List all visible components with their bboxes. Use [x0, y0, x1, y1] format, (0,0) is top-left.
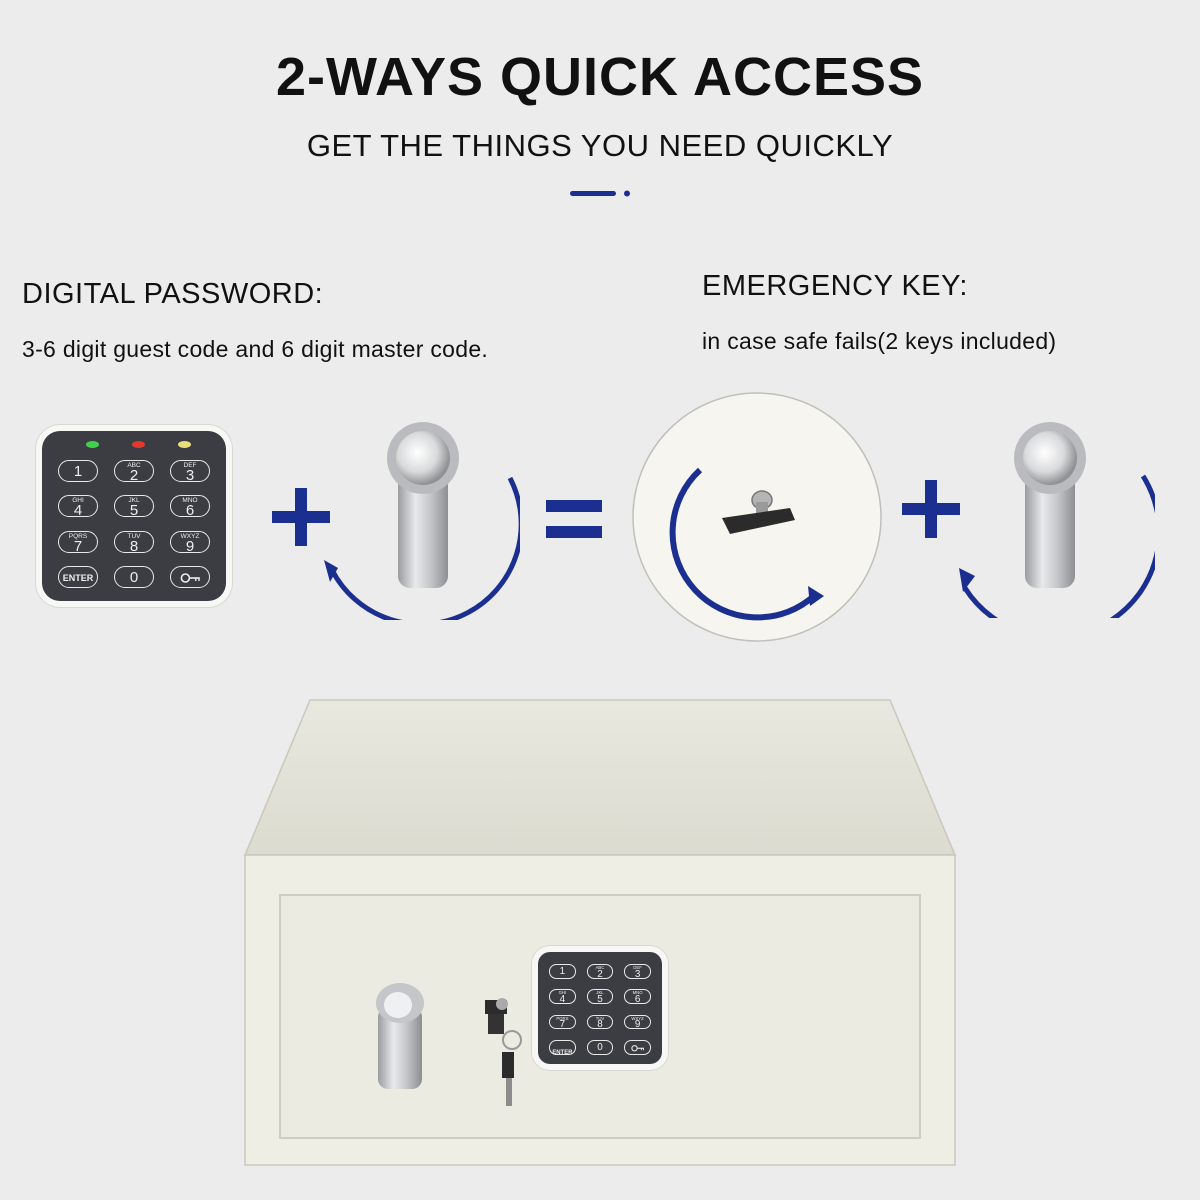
key-digit: 2 — [129, 466, 139, 484]
key-digit: 5 — [129, 502, 139, 520]
key-digit: 2 — [597, 968, 603, 980]
digital-password-description: 3-6 digit guest code and 6 digit master … — [22, 336, 489, 362]
key-letters: GHI — [558, 990, 567, 996]
key-letters: ABC — [127, 461, 141, 469]
keypad-key[interactable]: ENTER — [58, 566, 98, 589]
safe-knob-rotate-group — [959, 422, 1155, 618]
key-digit: 5 — [597, 994, 603, 1005]
indicator-light — [132, 441, 145, 448]
key-letters: DEF — [183, 461, 197, 469]
key-digit: 9 — [185, 537, 195, 555]
key-digit: 7 — [559, 1019, 566, 1031]
key-digit: 8 — [129, 537, 139, 555]
key-letters: PQRS — [68, 532, 88, 540]
safe-knob-rotate-group — [324, 422, 520, 620]
key-letters: TUV — [127, 532, 141, 540]
accent-divider — [570, 190, 630, 197]
keypad-key[interactable]: 0 — [586, 1040, 614, 1055]
digital-password-heading: DIGITAL PASSWORD: — [22, 278, 324, 310]
key-letters: MNO — [632, 990, 643, 996]
keypad-key[interactable]: ENTER — [549, 1040, 576, 1057]
key-digit: 3 — [634, 968, 641, 980]
safe-knob-icon — [376, 983, 424, 1089]
key-letters: WXYZ — [631, 1015, 644, 1021]
key-digit: 1 — [73, 462, 83, 480]
key-digit: 0 — [129, 569, 139, 587]
page-subtitle: GET THE THINGS YOU NEED QUICKLY — [306, 128, 894, 163]
key-digit: 4 — [73, 502, 83, 520]
key-icon — [722, 490, 795, 534]
key-letters: DEF — [633, 965, 642, 971]
rotate-arrow-icon — [329, 476, 520, 620]
enter-key-label: ENTER — [552, 1050, 573, 1057]
key-symbol-icon[interactable] — [170, 566, 210, 589]
key-digit: 6 — [634, 994, 641, 1005]
key-letters: ABC — [595, 965, 605, 971]
key-letters: JKL — [128, 497, 140, 505]
keypad-key[interactable]: 1 — [58, 459, 98, 482]
page-title: 2-WAYS QUICK ACCESS — [275, 47, 925, 107]
indicator-light — [178, 441, 191, 448]
key-letters: TUV — [595, 1015, 605, 1021]
key-digit: 6 — [185, 502, 195, 520]
key-symbol-icon[interactable] — [624, 1040, 651, 1055]
equals-icon — [546, 500, 602, 538]
key-letters: GHI — [72, 497, 84, 505]
key-letters: MNO — [182, 497, 198, 505]
safe-illustration — [243, 699, 957, 1166]
emergency-key-description: in case safe fails(2 keys included) — [702, 328, 1057, 354]
keyhole-closeup — [632, 392, 882, 642]
key-letters: JKL — [596, 990, 604, 996]
keypad-key[interactable]: 1 — [549, 964, 576, 979]
key-letters: PQRS — [556, 1015, 569, 1021]
key-digit: 3 — [185, 466, 195, 484]
key-digit: 7 — [73, 537, 83, 555]
plus-icon — [272, 488, 330, 546]
plus-icon — [902, 480, 960, 538]
key-digit: 8 — [597, 1019, 603, 1031]
key-letters: WXYZ — [180, 532, 200, 540]
key-icon — [485, 998, 522, 1106]
key-digit: 1 — [559, 966, 566, 978]
keypad-key[interactable]: 0 — [114, 566, 154, 589]
enter-key-label: ENTER — [62, 573, 94, 584]
indicator-light — [86, 441, 99, 448]
key-digit: 9 — [634, 1019, 641, 1031]
key-digit: 4 — [559, 994, 566, 1005]
key-digit: 0 — [597, 1042, 603, 1054]
emergency-key-heading: EMERGENCY KEY: — [702, 270, 968, 302]
